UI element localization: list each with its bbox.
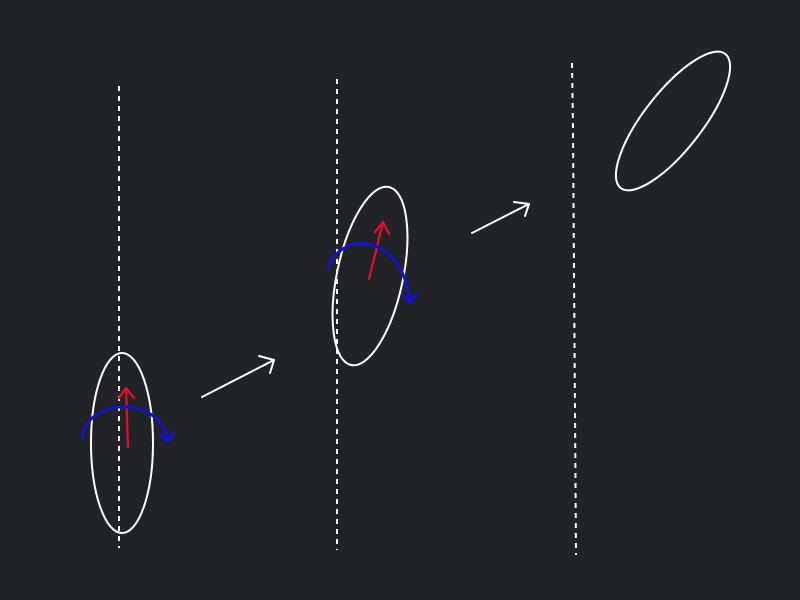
- stage-2-thrust-arrow-icon: [367, 220, 391, 281]
- stage-1-thrust-arrow-icon: [117, 386, 136, 449]
- stage-2-ellipse-body: [331, 185, 409, 367]
- stage-1-ellipse-body: [90, 352, 154, 534]
- stage-2: [326, 79, 419, 550]
- stage-1-spin-arrow-icon: [80, 405, 176, 444]
- stage-3-vertical-axis: [571, 62, 577, 556]
- stage-1: [80, 86, 176, 548]
- stage-3-ellipse-body: [614, 50, 732, 192]
- stage-3: [571, 50, 732, 556]
- stage-2-spin-arrow-icon: [326, 242, 419, 305]
- transition-arrow-2-icon: [471, 201, 530, 234]
- transition-arrow-1-icon: [201, 355, 275, 398]
